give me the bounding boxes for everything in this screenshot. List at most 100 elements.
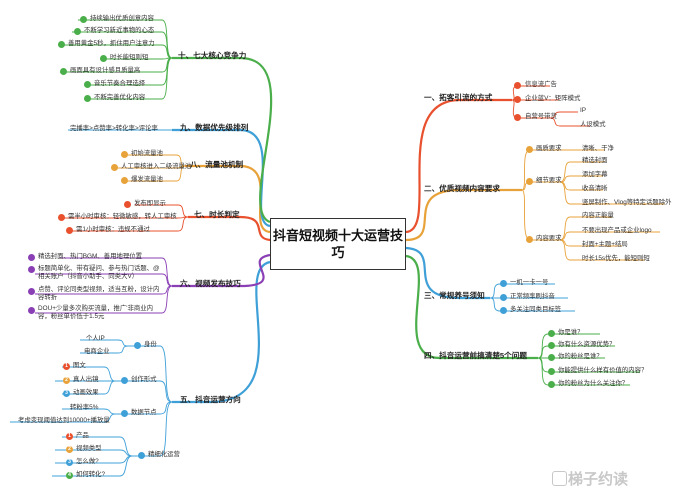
branch-6-item-3: 点赞、评论同类型视频，适当互粉，设计内容转折 [38,286,160,301]
branch-4-item-3: 你的粉丝是谁？ [558,353,603,360]
branch-5-group-1: 身份 [144,341,157,348]
branch-2-g2-item-4: 竖屏制作、Vlog等特定话题除外 [582,199,672,206]
branch-10-item-7: 不断完善优化内容 [94,94,146,101]
branch-5-g3-item-2: 考虑变现阈值达到10000+播放量 [18,417,110,424]
branch-5-g2-item-1: 图文 [73,362,86,369]
bullet-dot [500,294,507,301]
branch-5-g4-item-2: 视频类型 [76,445,102,452]
branch-3-item-1: 一机一卡一号 [510,279,549,286]
central-topic: 抖音短视频十大运营技 巧 [270,218,406,270]
branch-10-item-2: 不断学习新近事物的心态 [84,27,155,34]
bullet-dot [28,288,35,295]
bullet-dot [548,354,555,361]
bullet-dot [548,381,555,388]
bullet-dot [500,280,507,287]
bullet-dot [548,342,555,349]
branch-7-item-2: 需半小时审核：轻微敏感，转人工审核 [68,213,177,220]
connector-b4 [405,254,538,360]
bullet-dot [526,236,533,243]
branch-4-item-1: 你是谁？ [558,329,584,336]
branch-2-g2-item-3: 收音清晰 [582,185,608,192]
branch-4-label: 四、抖音运营前搞清楚5个问题 [424,351,527,360]
branch-10-item-3: 善用黄金5秒，抓住用户注意力 [68,40,155,47]
bullet-dot [60,68,67,75]
central-topic-line1: 抖音短视频十大运营技 [272,228,403,243]
branch-5-g3-item-1: 转粉率5% [70,404,99,411]
branch-8-item-2: 人工审核进入二级流量池 [121,163,192,170]
branch-3-label: 三、常规养号须知 [424,291,485,300]
bullet-dot [121,377,128,384]
branch-6-label: 六、视频发布技巧 [180,279,241,288]
branch-10-item-1: 持续输出优质创意内容 [90,15,154,22]
branch-5-g4-item-3: 怎么做? [76,458,99,465]
branch-4-item-4: 你能提供什么样有价值的内容？ [558,367,648,374]
branch-5-label: 五、抖音运营方向 [180,395,241,404]
bullet-dot [74,28,81,35]
branch-2-g3-item-3: 封面+主题+结局 [582,241,628,248]
branch-3-item-2: 正常频率刷抖音 [510,293,555,300]
bullet-dot [66,227,73,234]
branch-2-g2-item-2: 添加字幕 [582,171,608,178]
number-badge: 3 [66,459,73,466]
connector-b1 [405,98,512,234]
bullet-dot [548,330,555,337]
branch-7-item-1: 发布即显示 [134,200,166,207]
branch-6-item-2: 标题简单化、带有疑问、参与热门话题、@相关账户（抖音小助手、同类大V） [38,265,160,280]
branch-5-g2-item-2: 真人出镜 [73,376,99,383]
number-badge: 2 [63,377,70,384]
branch-9-label: 九、数据优先级排列 [180,123,249,132]
number-badge: 1 [63,363,70,370]
branch-5-g1-item-1: 个人IP [86,335,105,342]
bullet-dot [58,41,65,48]
branch-2-group-2: 细节要求 [536,177,562,184]
bullet-dot [526,146,533,153]
bullet-dot [28,307,35,314]
connector-b7 [188,215,271,242]
branch-2-g3-item-4: 时长15s优先，能短则短 [582,255,650,262]
branch-8-label: 八、流量池机制 [190,160,244,169]
branch-2-group-1: 画质要求 [536,145,562,152]
bullet-dot [500,307,507,314]
branch-7-label: 七、时长判定 [194,210,240,219]
branch-9-item-1: 完播率>点赞率>转化率>评论率 [70,125,158,132]
bullet-dot [80,16,87,23]
branch-10-label: 十、七大核心竞争力 [178,51,247,60]
bullet-dot [124,201,131,208]
bullet-dot [58,214,65,221]
bullet-dot [514,82,521,89]
bullet-dot [28,266,35,273]
branch-5-group-2: 创作形式 [131,376,157,383]
branch-1-label: 一、拓客引流的方式 [424,93,493,102]
bullet-dot [100,55,107,62]
branch-10-item-5: 画面具有设计感且质量高 [70,67,141,74]
branch-10-item-4: 时长能短则短 [110,54,149,61]
bullet-dot [84,95,91,102]
branch-10-item-6: 音乐节奏合理选择 [94,80,146,87]
connector-b10 [172,56,273,224]
bullet-dot [28,254,35,261]
number-badge: 4 [66,472,73,479]
branch-5-g4-item-1: 产品 [76,432,89,439]
bullet-dot [84,81,91,88]
bullet-dot [121,177,128,184]
branch-6-item-1: 精选封面、热门BGM、善用地理位置 [38,253,143,260]
branch-2-g3-item-2: 不要出现产品或企业logo [582,227,652,234]
branch-8-item-3: 爆发流量池 [131,176,163,183]
central-topic-line2: 巧 [331,245,345,260]
branch-5-group-3: 数据节点 [131,409,157,416]
number-badge: 3 [63,390,70,397]
branch-3-item-3: 多关注同类目标签 [510,306,562,313]
connector-b3 [405,246,490,300]
number-badge: 1 [66,433,73,440]
branch-5-g1-item-2: 电商企业 [84,348,110,355]
branch-1-item-3: 自营号带货 [525,113,557,120]
bullet-dot [526,178,533,185]
branch-4-item-2: 你有什么资源优势？ [558,341,616,348]
watermark-text: 梯子约读 [568,471,629,488]
bullet-dot [121,151,128,158]
bullet-dot [111,164,118,171]
bullet-dot [121,410,128,417]
branch-5-group-4: 精细化运营 [148,451,180,458]
branch-2-label: 二、优质视频内容要求 [424,184,500,193]
